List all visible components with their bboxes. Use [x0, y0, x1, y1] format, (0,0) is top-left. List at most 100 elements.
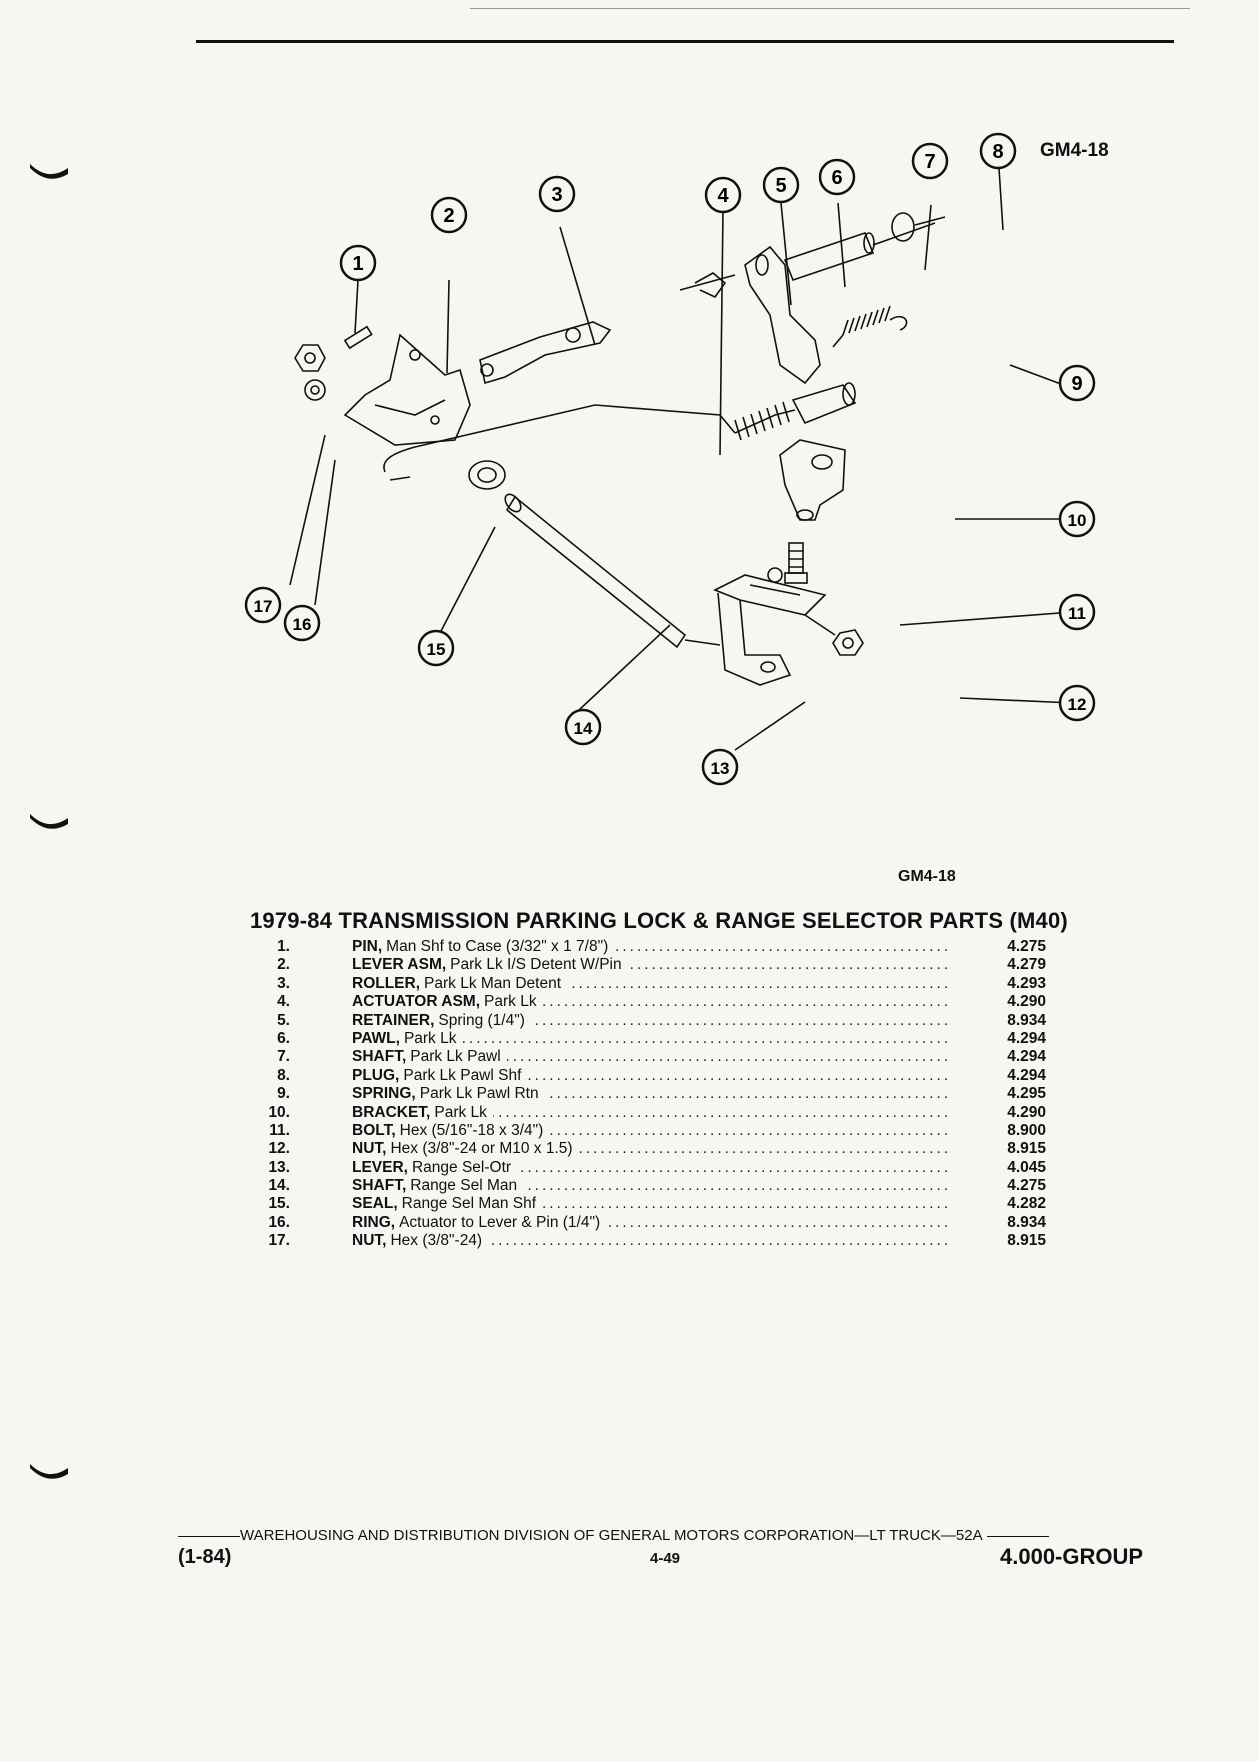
part-name: SEAL, [352, 1195, 398, 1213]
svg-text:3: 3 [551, 184, 562, 206]
part-number: 12. [268, 1140, 290, 1158]
part-group-code: 4.295 [1007, 1085, 1046, 1103]
part-number: 13. [268, 1158, 290, 1176]
svg-text:5: 5 [775, 175, 786, 197]
callout-5: 5 [762, 166, 800, 204]
callout-1: 1 [339, 244, 377, 282]
bracket-part [779, 439, 846, 521]
parts-row: 8.PLUG,Park Lk Pawl Shf4.294 [260, 1066, 1060, 1085]
svg-text:16: 16 [293, 615, 312, 634]
part-detail: Park Lk [434, 1103, 487, 1121]
svg-text:8: 8 [992, 141, 1003, 163]
parts-row: 1.PIN,Man Shf to Case (3/32" x 1 7/8")4.… [260, 938, 1060, 956]
roller-part [479, 321, 612, 385]
binder-hole-mark-middle [30, 814, 68, 829]
parts-row: 15.SEAL,Range Sel Man Shf4.282 [260, 1195, 1060, 1214]
footer-division-text: WAREHOUSING AND DISTRIBUTION DIVISION OF… [240, 1527, 983, 1544]
callout-3: 3 [538, 175, 576, 213]
binder-hole-mark-top [30, 164, 68, 179]
part-description: LEVER,Range Sel-Otr [352, 1158, 952, 1177]
part-number: 17. [268, 1232, 290, 1250]
parts-row: 6. PAWL,Park Lk 4.294 [260, 1029, 1060, 1048]
parts-row: 10.BRACKET,Park Lk4.290 [260, 1103, 1060, 1122]
figure-code-bottom: GM4-18 [898, 868, 956, 885]
part-description: ROLLER,Park Lk Man Detent [352, 974, 952, 993]
part-description: BRACKET,Park Lk [352, 1103, 952, 1122]
part-group-code: 4.294 [1007, 1066, 1046, 1084]
part-number: 5. [277, 1011, 290, 1029]
svg-text:1: 1 [352, 253, 363, 275]
part-description: SPRING,Park Lk Pawl Rtn [352, 1085, 952, 1104]
footer-dash-right [986, 1535, 1049, 1537]
callout-11: 11 [1058, 593, 1096, 631]
part-name: NUT, [352, 1232, 387, 1250]
part-detail: Range Sel Man Shf [401, 1195, 537, 1213]
part-group-code: 8.934 [1007, 1213, 1046, 1231]
callout-2: 2 [430, 196, 468, 234]
parts-row: 5.RETAINER,Spring (1/4")8.934 [260, 1011, 1060, 1030]
callout-15: 15 [417, 629, 455, 667]
part-group-code: 4.275 [1007, 938, 1046, 955]
part-group-code: 4.294 [1007, 1029, 1046, 1047]
parts-row: 4.ACTUATOR ASM,Park Lk4.290 [260, 993, 1060, 1012]
pawl-part [744, 245, 821, 385]
svg-text:4: 4 [717, 185, 729, 207]
parts-row: 16.RING,Actuator to Lever & Pin (1/4")8.… [260, 1213, 1060, 1232]
part-group-code: 8.900 [1007, 1121, 1046, 1139]
pin-part [343, 325, 373, 350]
part-detail: Park Lk Pawl Rtn [419, 1085, 539, 1103]
footer-page-number: 4-49 [650, 1550, 681, 1567]
callout-9: 9 [1058, 364, 1096, 402]
part-name: RING, [352, 1213, 396, 1231]
part-group-code: 8.915 [1007, 1140, 1046, 1158]
part-group-code: 4.293 [1007, 974, 1046, 992]
part-description: SEAL,Range Sel Man Shf [352, 1195, 952, 1214]
part-number: 7. [277, 1048, 290, 1066]
part-number: 9. [277, 1085, 290, 1103]
part-description: PAWL,Park Lk [352, 1029, 952, 1048]
nut-17-part [294, 344, 326, 372]
callout-8: 8 [979, 132, 1017, 170]
exploded-parts-diagram: 1 2 3 4 5 6 7 8 9 10 11 12 13 14 15 16 1… [244, 132, 1096, 786]
lever-asm-part [343, 333, 471, 446]
part-description: NUT,Hex (3/8"-24) [352, 1232, 952, 1251]
parts-row: 17.NUT,Hex (3/8"-24)8.915 [260, 1232, 1060, 1251]
svg-text:12: 12 [1068, 695, 1087, 714]
part-number: 6. [277, 1029, 290, 1047]
part-name: BRACKET, [352, 1103, 431, 1121]
part-description: BOLT,Hex (5/16"-18 x 3/4") [352, 1121, 952, 1140]
callout-12: 12 [1058, 684, 1096, 722]
parts-list-title: 1979-84 TRANSMISSION PARKING LOCK & RANG… [250, 908, 1068, 933]
part-name: PLUG, [352, 1066, 400, 1084]
parts-row: 13.LEVER,Range Sel-Otr4.045 [260, 1158, 1060, 1177]
part-name: NUT, [352, 1140, 387, 1158]
part-name: ROLLER, [352, 974, 421, 992]
svg-text:7: 7 [924, 151, 935, 173]
part-name: PAWL, [352, 1029, 400, 1047]
part-group-code: 4.294 [1007, 1048, 1046, 1066]
callout-14: 14 [564, 708, 602, 746]
svg-text:15: 15 [427, 640, 446, 659]
part-detail: Park Lk [484, 993, 537, 1011]
parts-row: 12.NUT,Hex (3/8"-24 or M10 x 1.5)8.915 [260, 1140, 1060, 1159]
footer-group: 4.000-GROUP [1000, 1544, 1144, 1569]
footer-dash-left [178, 1535, 240, 1537]
part-detail: Actuator to Lever & Pin (1/4") [399, 1213, 601, 1231]
nut-12-part [804, 614, 864, 656]
part-detail: Spring (1/4") [438, 1011, 525, 1029]
part-description: ACTUATOR ASM,Park Lk [352, 993, 952, 1012]
leader-lines [289, 152, 1078, 751]
parts-row: 11.BOLT,Hex (5/16"-18 x 3/4")8.900 [260, 1121, 1060, 1140]
part-detail: Park Lk Pawl [410, 1048, 501, 1066]
svg-text:11: 11 [1068, 604, 1086, 623]
parts-row: 9. SPRING,Park Lk Pawl Rtn 4.295 [260, 1085, 1060, 1104]
part-name: SHAFT, [352, 1048, 407, 1066]
part-name: LEVER, [352, 1158, 408, 1176]
callout-17: 17 [244, 586, 282, 624]
svg-text:10: 10 [1068, 511, 1087, 530]
bolt-part [784, 542, 808, 584]
parts-row: 3.ROLLER,Park Lk Man Detent4.293 [260, 974, 1060, 993]
callout-6: 6 [818, 158, 856, 196]
part-number: 1. [277, 938, 290, 955]
part-number: 14. [268, 1177, 290, 1195]
